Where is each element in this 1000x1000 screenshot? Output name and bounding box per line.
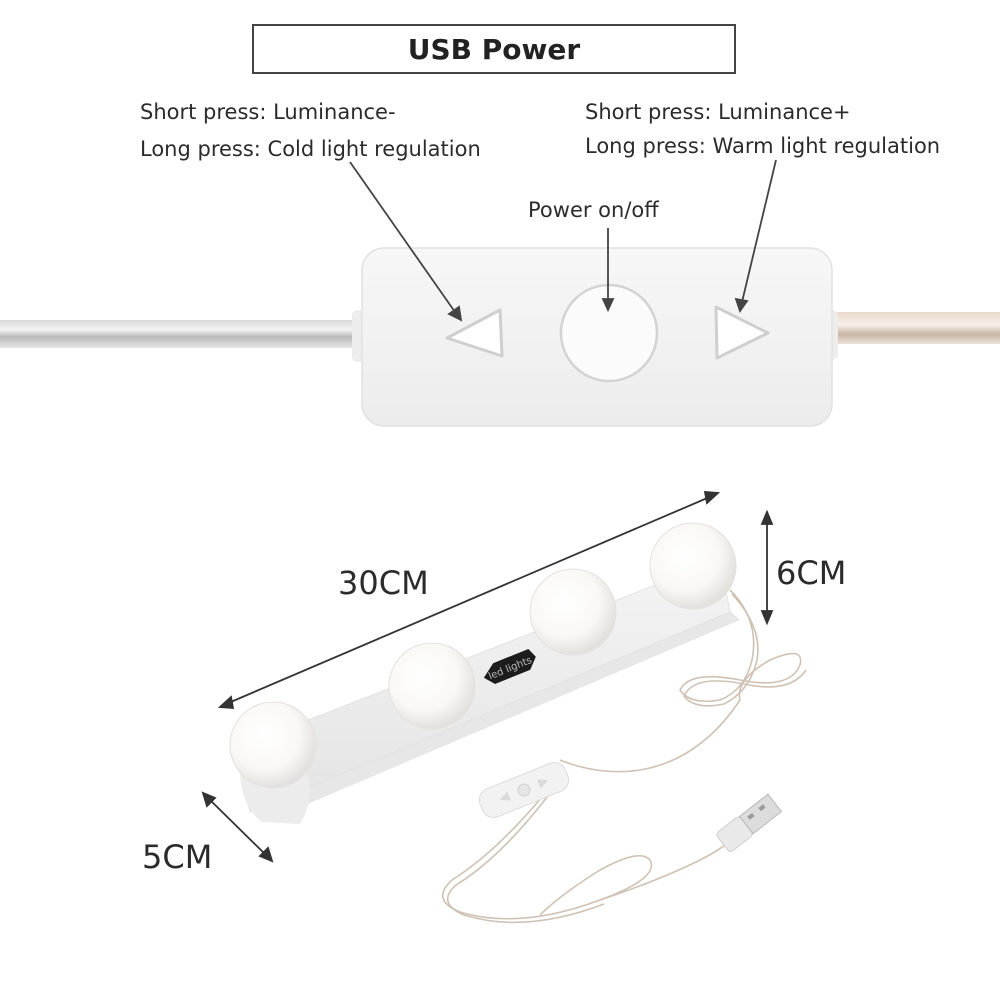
bulb (388, 642, 476, 730)
inline-controller (478, 761, 570, 819)
circle-button-icon[interactable] (559, 283, 659, 383)
triangle-right-icon[interactable] (714, 305, 770, 360)
page-title: USB Power (407, 32, 581, 66)
height-dimension-arrow (760, 509, 774, 626)
arrow-to-left-button (349, 161, 463, 322)
left-short-press-label: Short press: Luminance- (140, 100, 396, 124)
bulb (649, 522, 737, 610)
bulb (229, 701, 317, 789)
cable-left (0, 320, 370, 348)
left-long-press-label: Long press: Cold light regulation (140, 137, 481, 161)
light-bar (235, 559, 740, 824)
length-label: 30CM (338, 564, 429, 602)
height-label: 6CM (776, 554, 847, 592)
power-on-off-label: Power on/off (528, 198, 659, 222)
arrow-to-center-button (601, 228, 615, 313)
right-short-press-label: Short press: Luminance+ (585, 100, 851, 124)
arrow-to-right-button (734, 159, 777, 313)
bulb (529, 568, 617, 656)
right-long-press-label: Long press: Warm light regulation (585, 134, 941, 158)
usb-power-title-box: USB Power (252, 24, 736, 74)
usb-plug (716, 793, 783, 852)
width-dimension-arrow (201, 791, 274, 863)
cable-right (820, 312, 1000, 344)
width-label: 5CM (142, 838, 213, 876)
triangle-left-icon[interactable] (445, 308, 504, 358)
length-dimension-arrow (217, 491, 721, 709)
